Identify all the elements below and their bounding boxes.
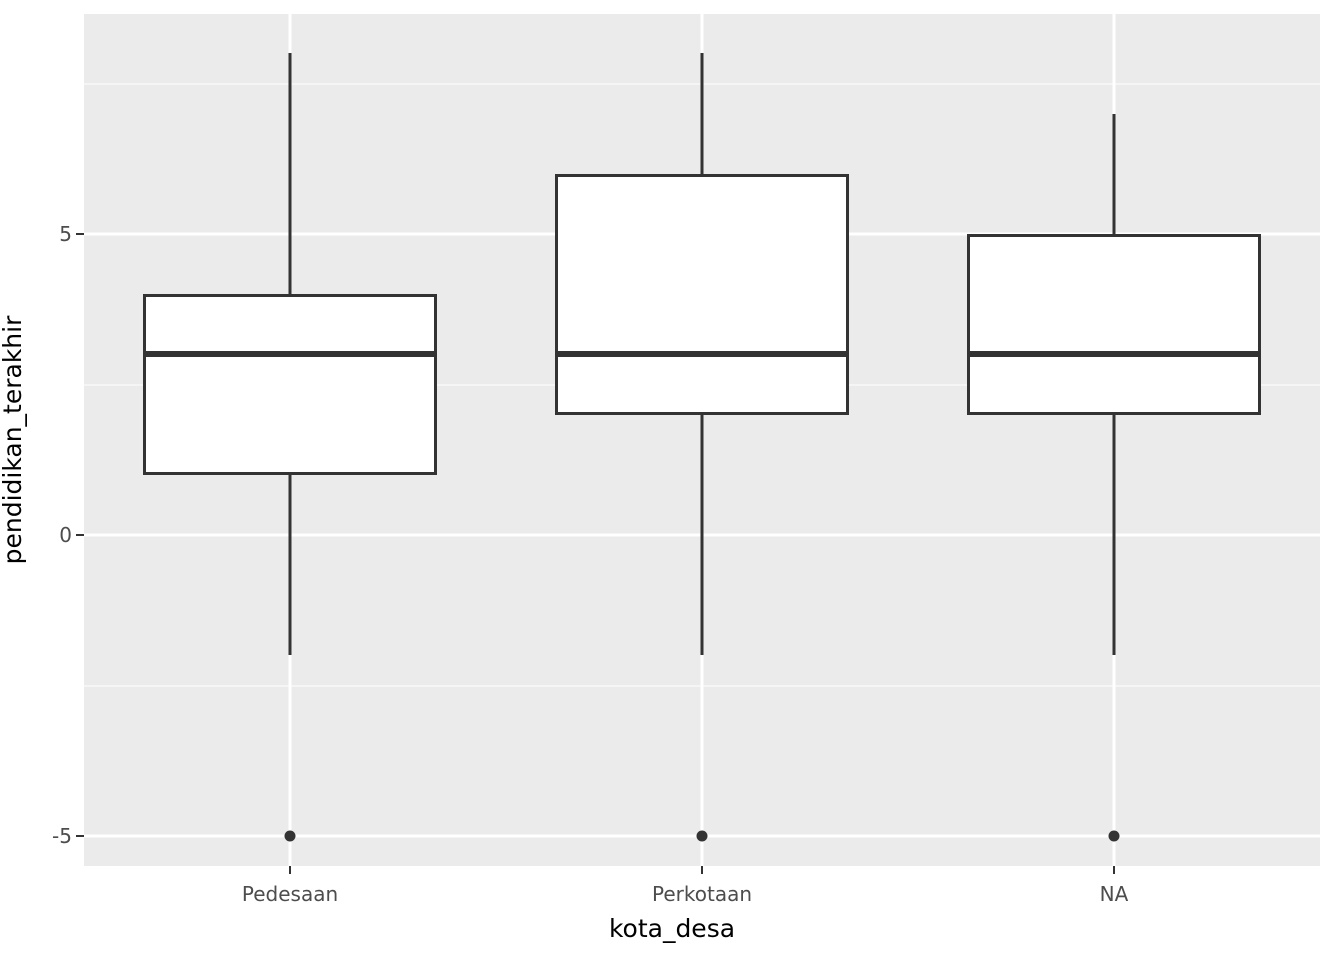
x-axis-tick-label: NA: [1099, 882, 1129, 906]
y-axis-tick-label: 5: [59, 222, 72, 246]
plot-panel: [84, 14, 1320, 866]
median-line: [143, 351, 437, 358]
whisker-upper: [1112, 113, 1116, 234]
y-axis-tick-mark: [76, 233, 84, 235]
outlier-point: [284, 830, 296, 842]
x-axis-tick-mark: [289, 866, 291, 874]
whisker-upper: [288, 53, 292, 295]
box-iqr: [555, 173, 849, 415]
x-axis-tick-label: Pedesaan: [241, 882, 339, 906]
x-axis-tick-label: Perkotaan: [651, 882, 753, 906]
whisker-lower: [700, 414, 704, 656]
y-axis-tick-mark: [76, 534, 84, 536]
whisker-lower: [1112, 414, 1116, 656]
y-axis-tick-label: -5: [52, 824, 72, 848]
whisker-upper: [700, 53, 704, 174]
box-iqr: [967, 234, 1261, 415]
x-axis-title: kota_desa: [608, 914, 736, 943]
y-axis-tick-label: 0: [59, 523, 72, 547]
y-axis-tick-mark: [76, 835, 84, 837]
median-line: [967, 351, 1261, 358]
median-line: [555, 351, 849, 358]
y-axis-title: pendidikan_terakhir: [0, 315, 27, 565]
outlier-point: [696, 830, 708, 842]
x-axis-tick-mark: [1113, 866, 1115, 874]
outlier-point: [1108, 830, 1120, 842]
x-axis-tick-mark: [701, 866, 703, 874]
box-iqr: [143, 294, 437, 475]
whisker-lower: [288, 474, 292, 656]
